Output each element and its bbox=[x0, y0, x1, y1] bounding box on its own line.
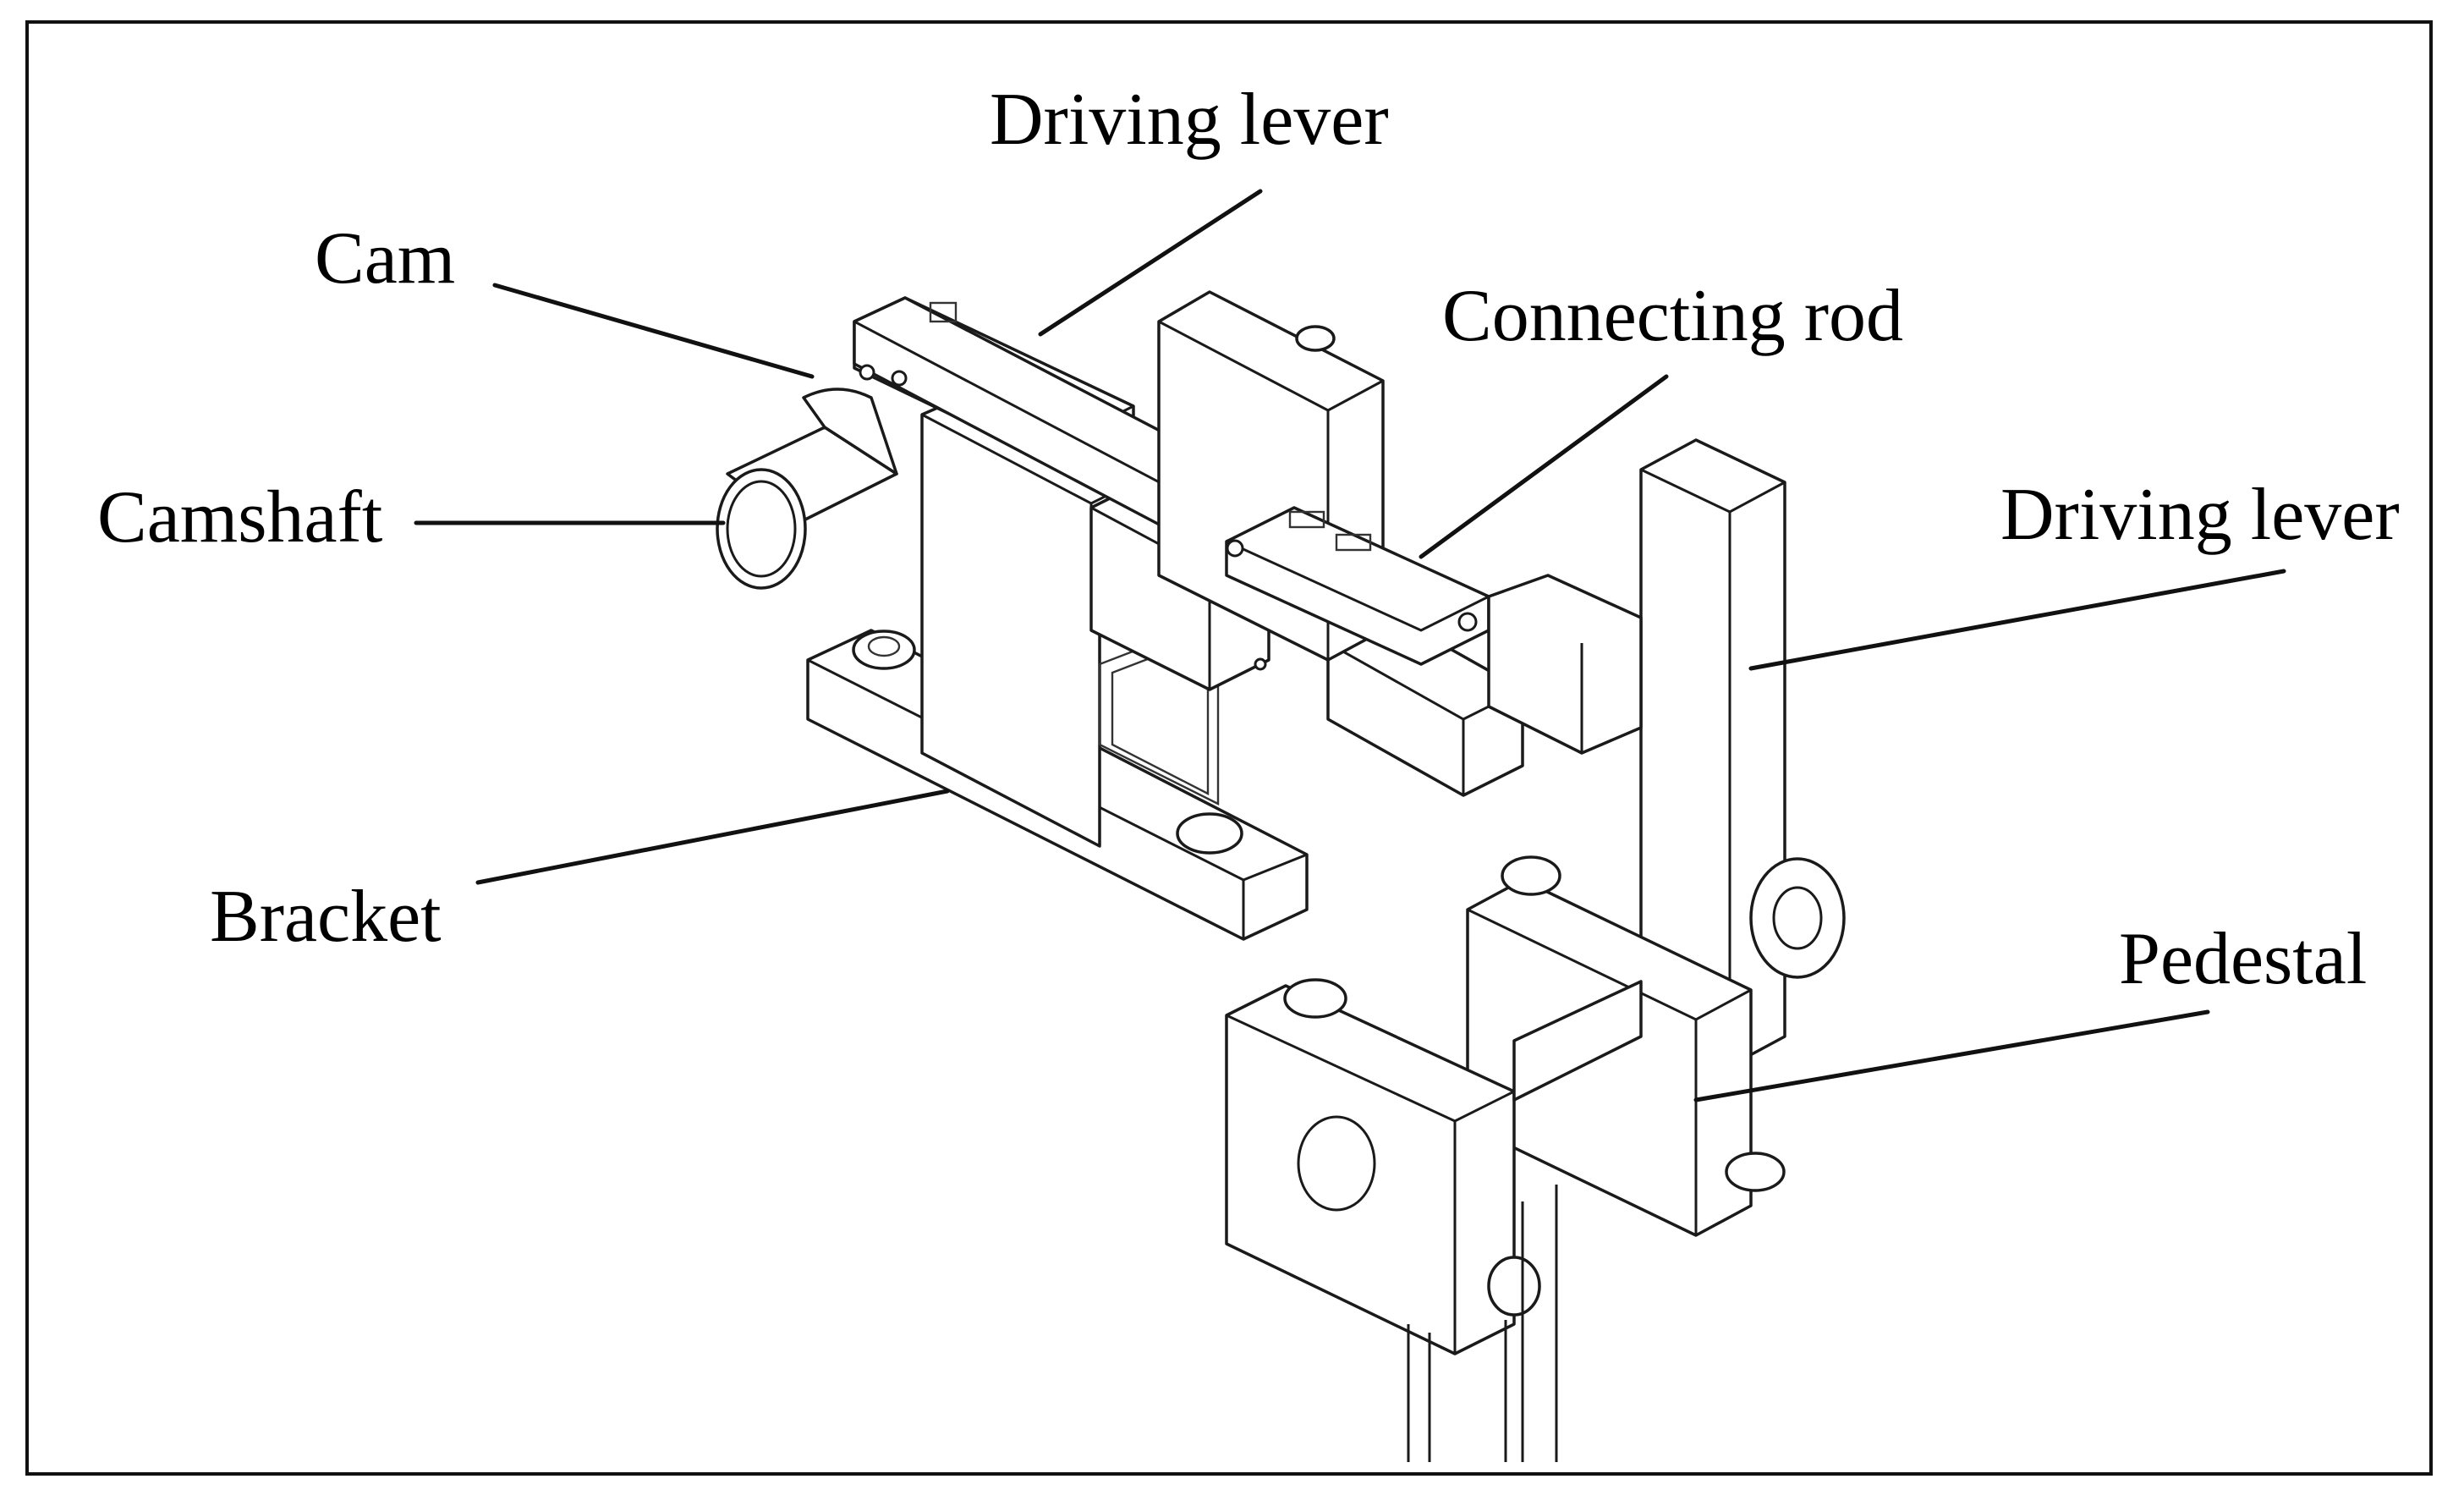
rear-flange-part bbox=[1326, 612, 1524, 797]
label-driving-lever-top: Driving lever bbox=[990, 79, 1389, 161]
leader-connecting-rod bbox=[1419, 374, 1669, 559]
label-pedestal: Pedestal bbox=[2119, 918, 2368, 1000]
leader-driving-lever-top bbox=[1038, 189, 1263, 337]
leader-cam bbox=[492, 283, 815, 379]
label-bracket: Bracket bbox=[210, 876, 442, 958]
leader-pedestal bbox=[1693, 1009, 2210, 1102]
camshaft-part bbox=[716, 388, 898, 590]
front-block-part bbox=[1225, 978, 1643, 1462]
driving-lever-right-part bbox=[1487, 438, 1846, 1068]
label-driving-lever-right: Driving lever bbox=[2000, 474, 2400, 556]
leader-driving-lever-right bbox=[1748, 569, 2286, 671]
pedestal-part bbox=[1466, 855, 1786, 1237]
label-cam: Cam bbox=[315, 217, 456, 300]
label-camshaft: Camshaft bbox=[97, 476, 383, 558]
label-connecting-rod: Connecting rod bbox=[1442, 275, 1904, 357]
leader-bracket bbox=[475, 789, 950, 885]
